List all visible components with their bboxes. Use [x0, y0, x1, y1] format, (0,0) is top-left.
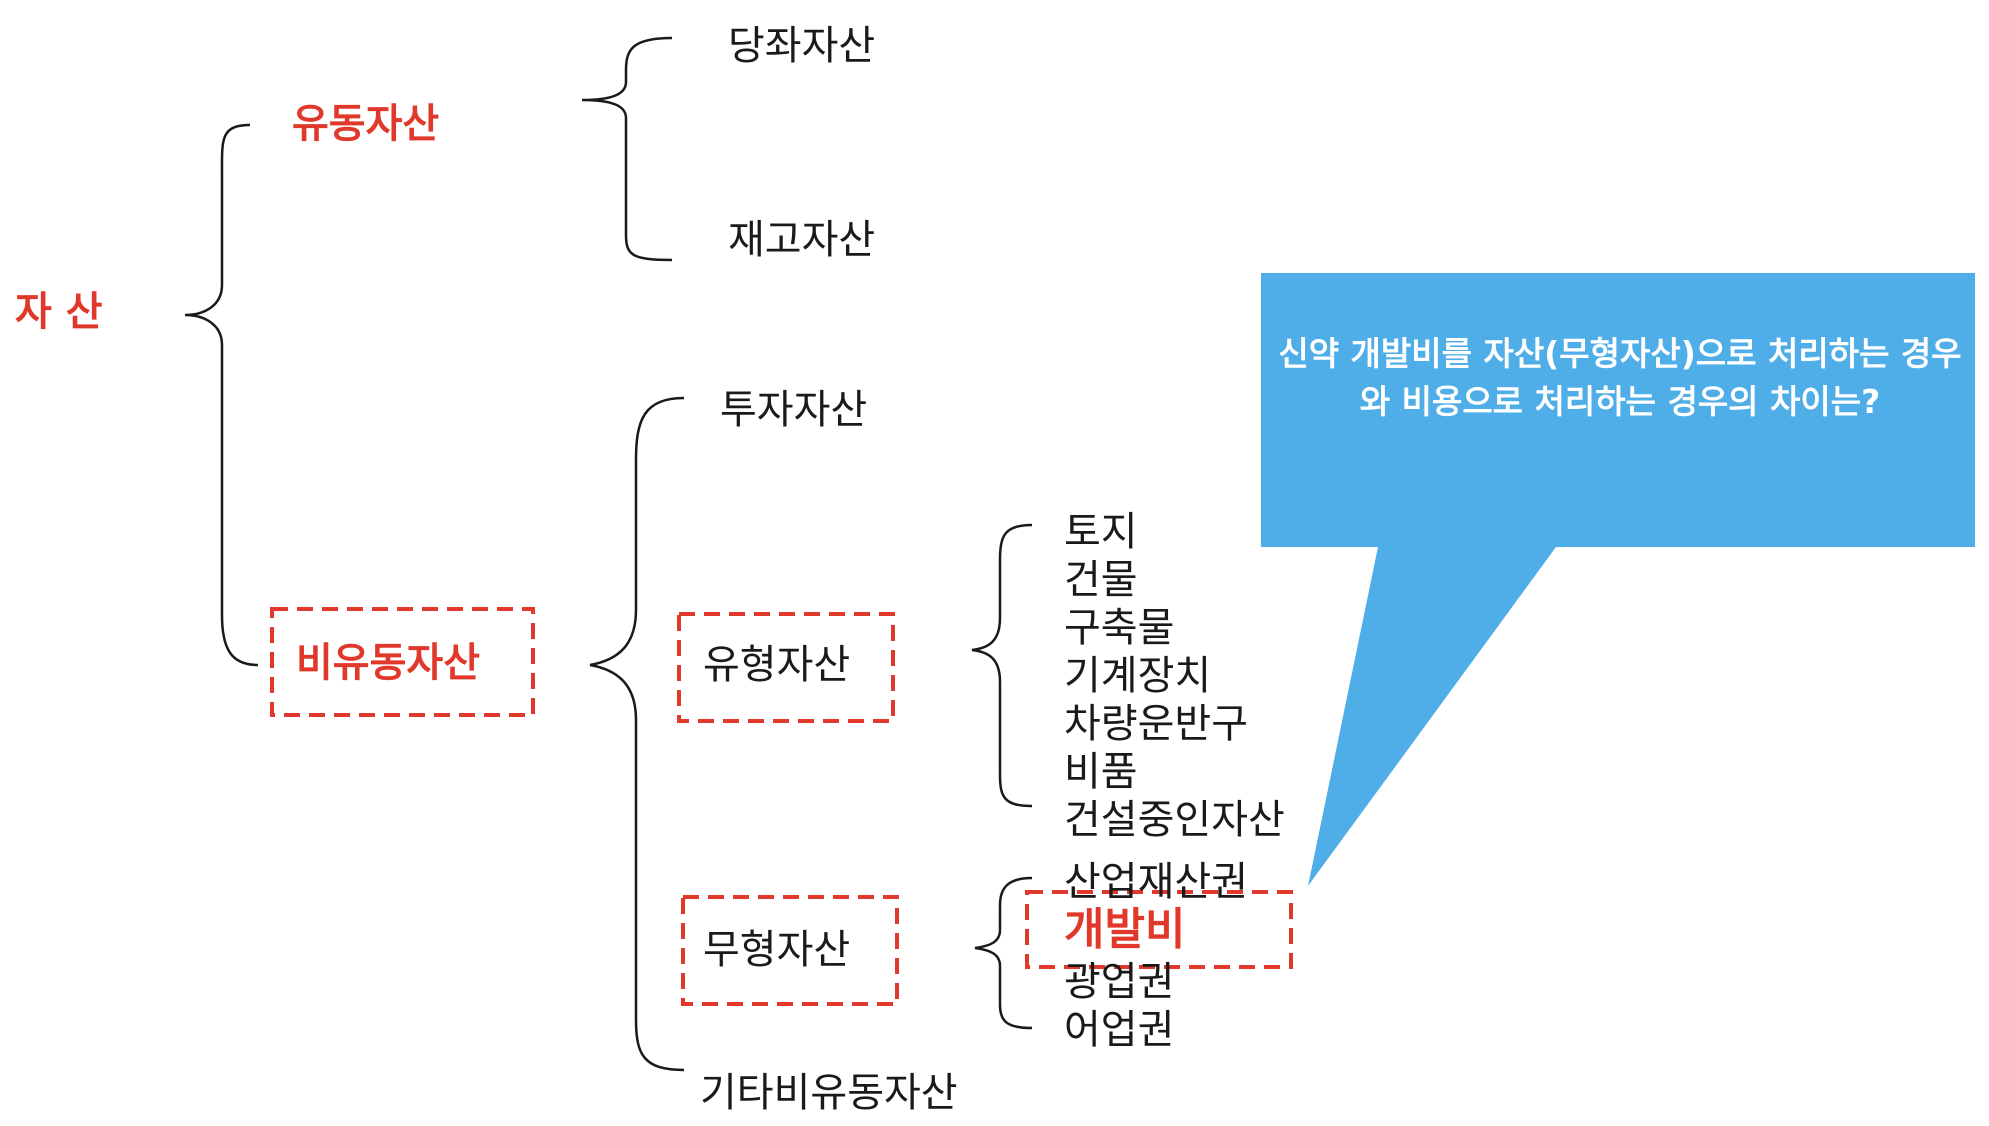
noncurrent-assets-label: 비유동자산 [296, 640, 480, 686]
list-item: 기계장치 [1064, 653, 1212, 699]
callout-question-text: 신약 개발비를 자산(무형자산)으로 처리하는 경우와 비용으로 처리하는 경우… [1278, 334, 1962, 421]
noncurrent-dashed-box [270, 607, 535, 717]
intangible-assets-label: 무형자산 [703, 927, 851, 973]
noncurrent-brace [589, 396, 685, 1072]
tangible-assets-label: 유형자산 [703, 642, 851, 688]
investment-assets-label: 투자자산 [720, 387, 868, 433]
tangible-dashed-box [677, 612, 895, 723]
quick-assets-label: 당좌자산 [728, 23, 876, 69]
other-noncurrent-label: 기타비유동자산 [700, 1070, 958, 1116]
inventory-label: 재고자산 [728, 217, 876, 263]
current-assets-label: 유동자산 [292, 101, 440, 147]
list-item: 건설중인자산 [1064, 797, 1285, 843]
list-item: 토지 [1064, 509, 1138, 555]
intangible-dashed-box [681, 895, 899, 1006]
intangible-brace [974, 876, 1033, 1030]
devcost-dashed-box [1025, 890, 1293, 969]
industrial-property-label: 산업재산권 [1064, 859, 1248, 905]
list-item: 건물 [1064, 557, 1138, 603]
callout-bubble [1261, 273, 1975, 886]
development-cost-label: 개발비 [1064, 904, 1186, 955]
fishing-rights-label: 어업권 [1064, 1007, 1175, 1053]
list-item: 구축물 [1064, 605, 1175, 651]
current-brace [581, 36, 673, 262]
list-item: 차량운반구 [1064, 701, 1248, 747]
root-label: 자 산 [15, 289, 103, 335]
mining-rights-label: 광업권 [1064, 959, 1175, 1005]
tangible-items-list: 토지 건물 구축물 기계장치 차량운반구 비품 건설중인자산 [1064, 508, 1285, 844]
list-item: 비품 [1064, 749, 1138, 795]
root-brace [184, 123, 259, 667]
tangible-brace [971, 523, 1033, 808]
